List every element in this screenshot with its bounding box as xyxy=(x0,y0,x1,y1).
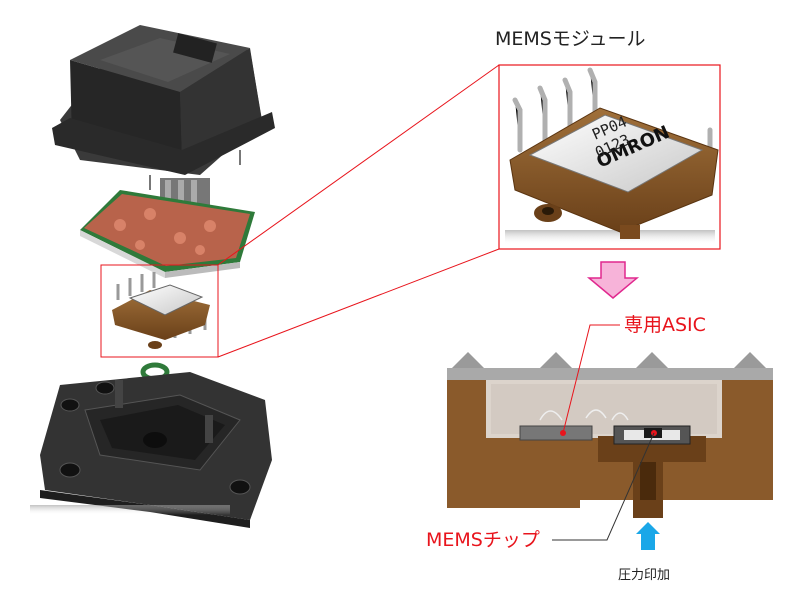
mems-chip-label: MEMSチップ xyxy=(426,529,540,551)
chip-callout-line xyxy=(552,432,655,541)
zoom-lines xyxy=(217,64,500,358)
mems-module-small xyxy=(100,264,219,358)
pcb-board xyxy=(80,190,255,278)
pressure-label: 圧力印加 xyxy=(618,568,671,583)
cross-section xyxy=(447,352,780,518)
pressure-arrow xyxy=(636,522,660,550)
callouts xyxy=(552,324,657,541)
asic-label: 専用ASIC xyxy=(624,314,706,336)
asic-callout-line xyxy=(562,324,620,434)
top-housing xyxy=(52,25,275,190)
asic-die xyxy=(519,425,593,441)
bottom-housing xyxy=(30,372,272,528)
mems-module-large: OMRON PP04 0123 xyxy=(505,67,719,245)
down-arrow xyxy=(586,261,640,299)
module-title: MEMSモジュール xyxy=(495,28,646,50)
